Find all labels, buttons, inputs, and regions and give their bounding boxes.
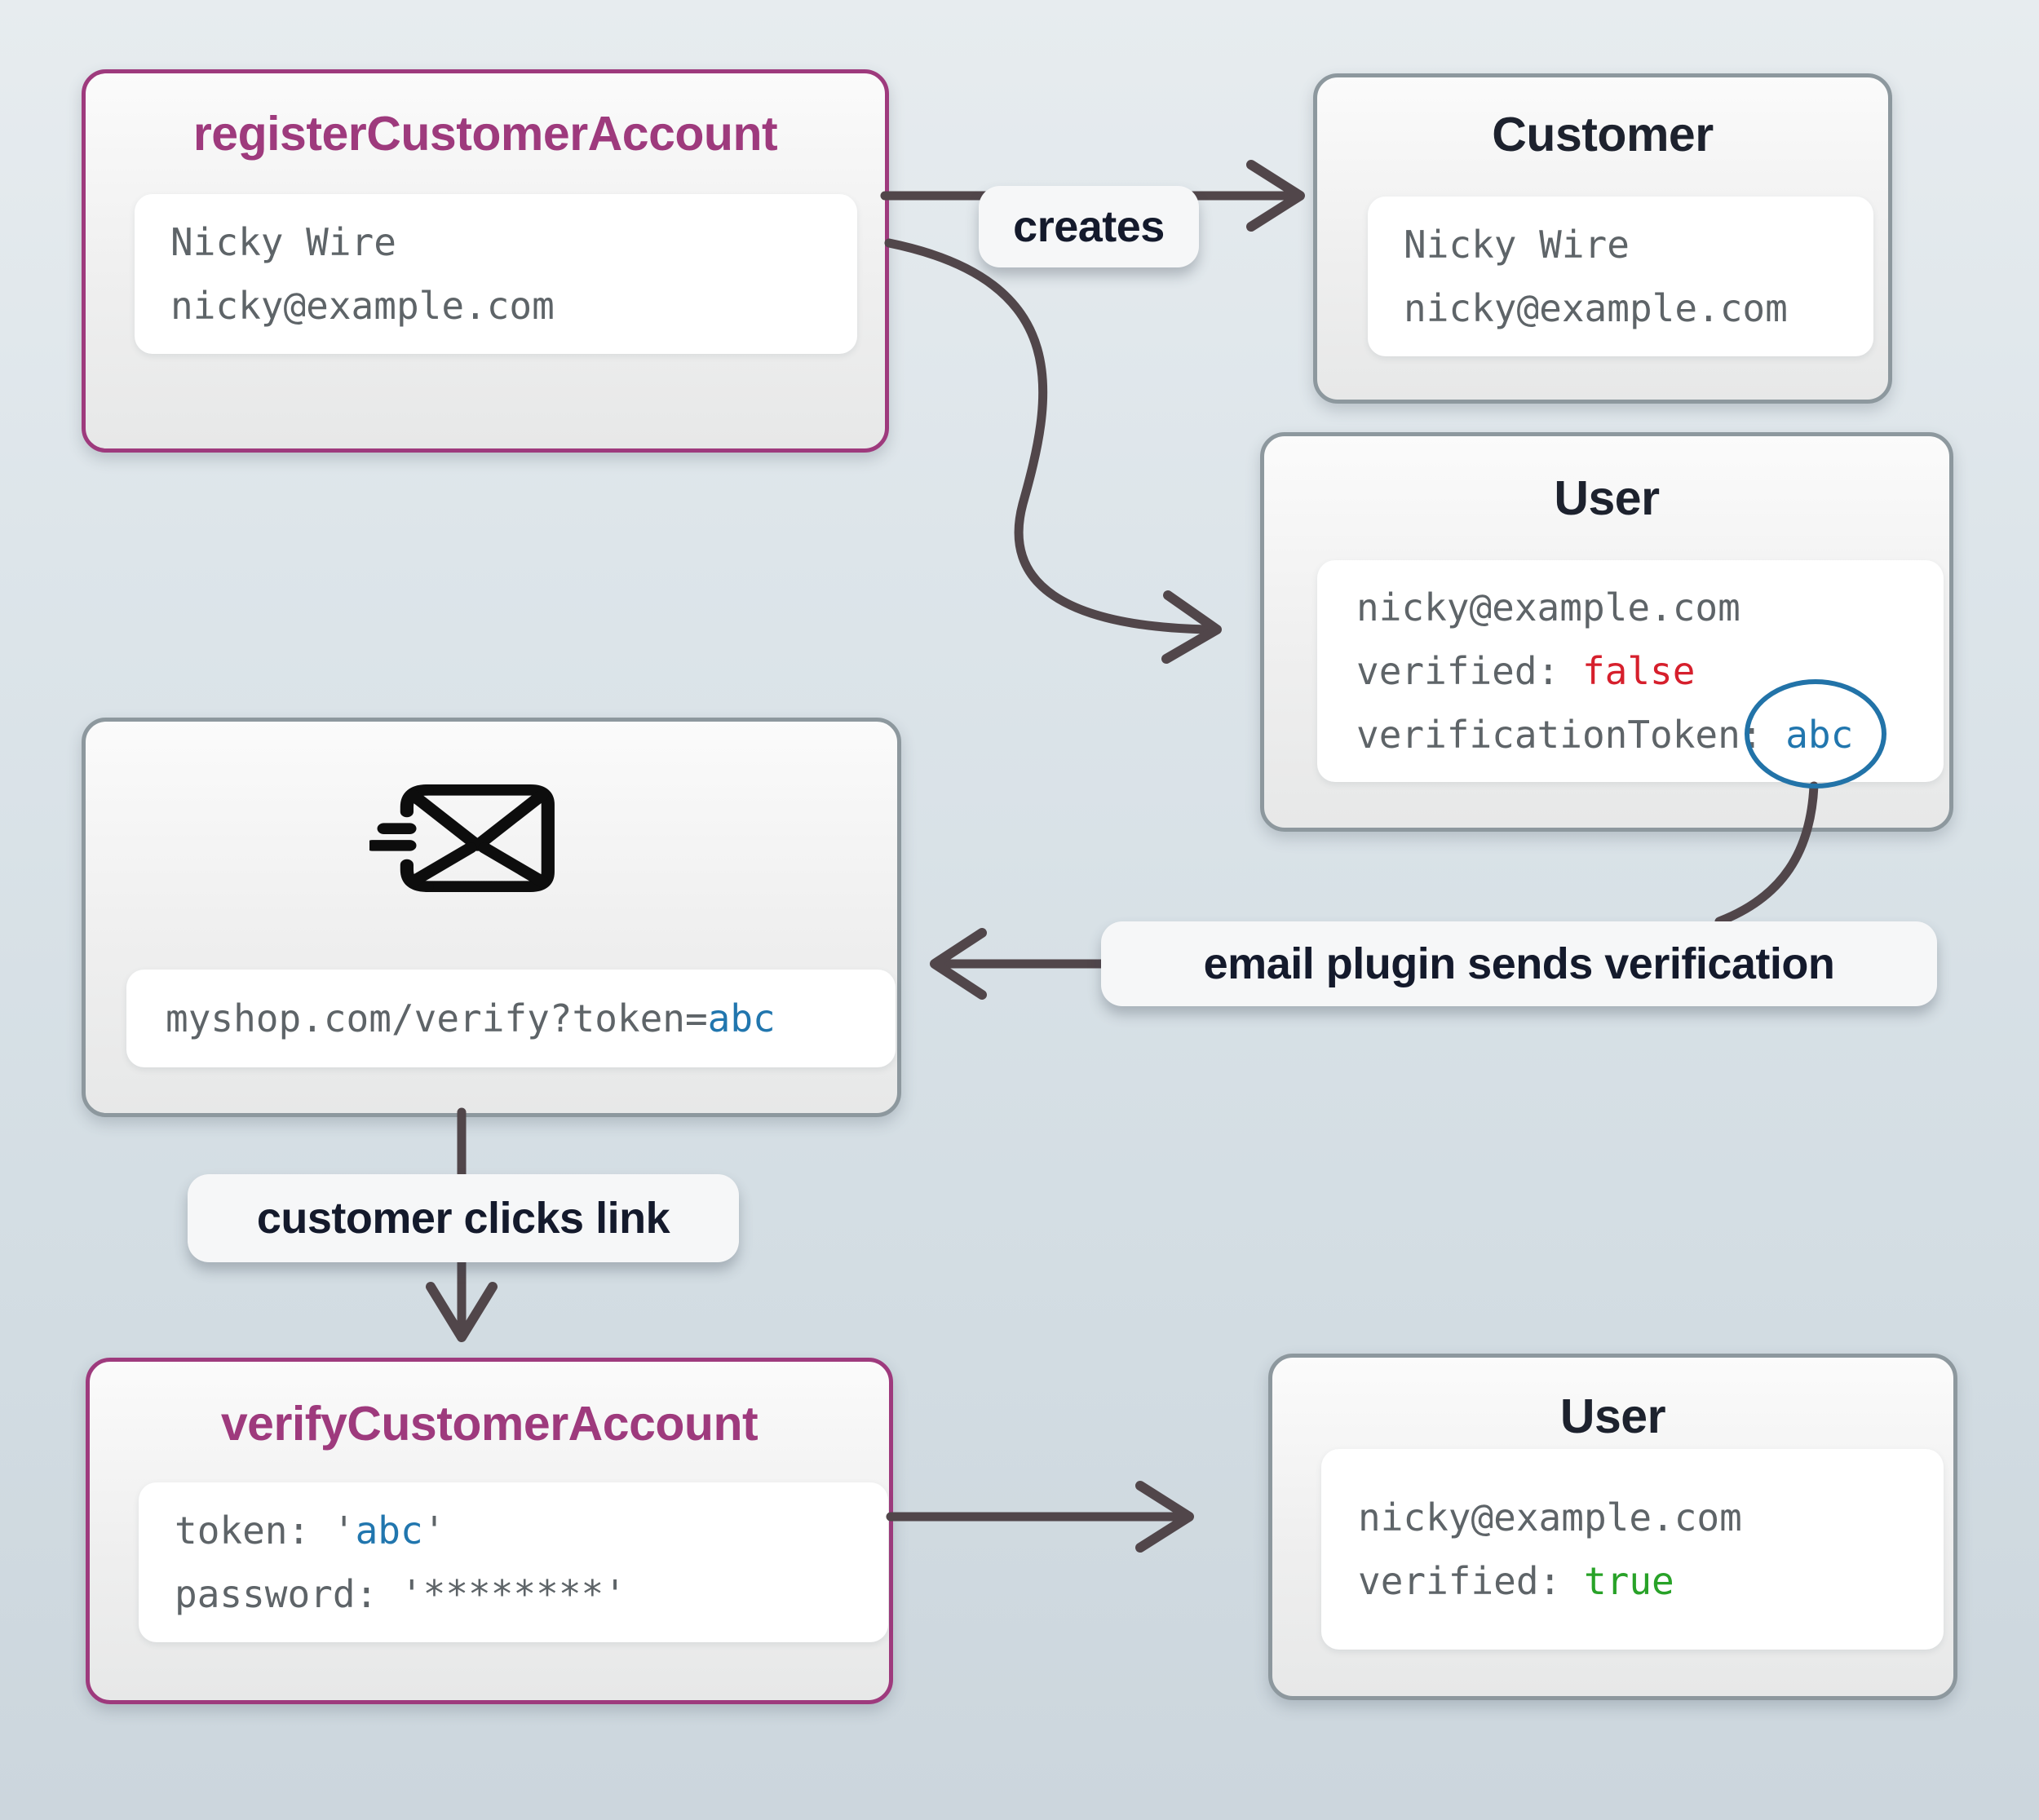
verify-token-line: token: 'abc'	[175, 1509, 446, 1553]
verify-token-value: abc	[355, 1509, 423, 1553]
verify-customer-account-node: verifyCustomerAccount token: 'abc' passw…	[86, 1358, 893, 1704]
verified-true-value: true	[1583, 1559, 1674, 1603]
creates-label: creates	[979, 186, 1199, 267]
verification-token-value: abc	[1785, 713, 1854, 757]
arrow-label-to-email-head	[930, 928, 987, 1000]
user-verified-node: User nicky@example.com verified: true	[1268, 1354, 1957, 1700]
customer-payload: Nicky Wire nicky@example.com	[1368, 197, 1873, 356]
verification-url-payload: myshop.com/verify?token=abc	[126, 970, 896, 1067]
arrow-register-to-user	[884, 238, 1212, 634]
email-plugin-label: email plugin sends verification	[1101, 921, 1937, 1006]
user-unverified-verified-line: verified: false	[1356, 649, 1696, 693]
user-verified-payload: nicky@example.com verified: true	[1321, 1449, 1944, 1650]
verify-payload: token: 'abc' password: '********'	[139, 1482, 888, 1642]
arrow-register-to-user-head	[1161, 590, 1222, 664]
verification-url-line: myshop.com/verify?token=abc	[166, 996, 776, 1040]
customer-name-line: Nicky Wire	[1404, 223, 1630, 267]
user-unverified-node: User nicky@example.com verified: false v…	[1260, 432, 1953, 832]
user-unverified-title: User	[1554, 471, 1660, 525]
register-email-line: nicky@example.com	[170, 284, 555, 328]
register-payload: Nicky Wire nicky@example.com	[135, 194, 857, 354]
arrow-verify-to-user-head	[1135, 1481, 1194, 1553]
register-customer-account-node: registerCustomerAccount Nicky Wire nicky…	[82, 69, 889, 453]
verify-password-line: password: '********'	[175, 1572, 626, 1616]
curve-token-to-label	[1714, 781, 1819, 926]
envelope-send-icon	[365, 780, 565, 896]
arrow-register-to-customer-head	[1246, 160, 1305, 232]
user-unverified-payload: nicky@example.com verified: false verifi…	[1317, 560, 1944, 782]
user-verified-verified-line: verified: true	[1358, 1559, 1674, 1603]
register-customer-account-title: registerCustomerAccount	[192, 107, 778, 161]
url-token-value: abc	[707, 996, 776, 1040]
register-name-line: Nicky Wire	[170, 220, 396, 264]
user-verified-title: User	[1559, 1389, 1666, 1443]
token-highlight-circle	[1745, 679, 1886, 789]
user-unverified-email-line: nicky@example.com	[1356, 585, 1740, 629]
user-verified-email-line: nicky@example.com	[1358, 1495, 1742, 1539]
customer-node: Customer Nicky Wire nicky@example.com	[1313, 73, 1892, 404]
arrow-email-to-verify-head	[426, 1282, 498, 1342]
customer-email-line: nicky@example.com	[1404, 286, 1788, 330]
customer-clicks-label: customer clicks link	[188, 1174, 739, 1262]
email-message-node: myshop.com/verify?token=abc	[82, 718, 901, 1117]
verify-customer-account-title: verifyCustomerAccount	[220, 1397, 759, 1451]
verified-false-value: false	[1581, 649, 1696, 693]
user-unverified-token-line: verificationToken: abc	[1356, 713, 1854, 757]
customer-title: Customer	[1492, 108, 1714, 161]
